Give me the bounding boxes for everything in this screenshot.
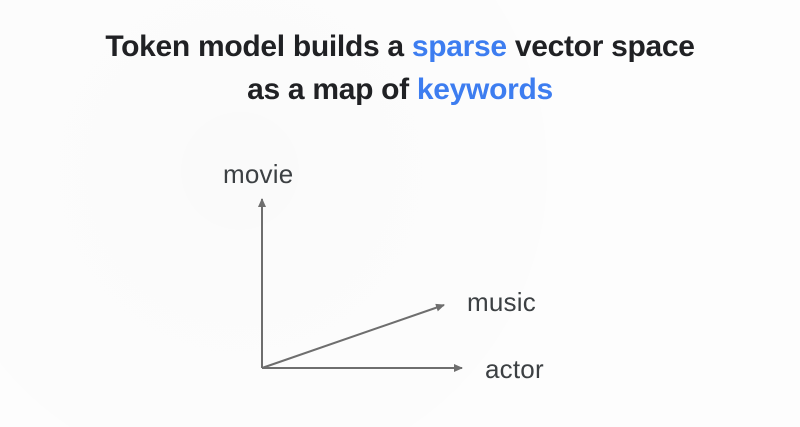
title-segment: as a map of xyxy=(247,73,417,106)
title-segment: vector space xyxy=(506,30,695,63)
title-highlight-keywords: keywords xyxy=(416,73,553,106)
axis-label-actor: actor xyxy=(485,354,544,384)
title-segment: Token model builds a xyxy=(105,30,412,63)
axis-label-music: music xyxy=(467,287,536,317)
music-vector-arrow xyxy=(261,303,445,369)
axis-label-movie: movie xyxy=(223,159,293,189)
title-line-2: as a map of keywords xyxy=(0,68,800,111)
slide-title: Token model builds a sparse vector space… xyxy=(0,25,800,111)
title-line-1: Token model builds a sparse vector space xyxy=(0,25,800,68)
title-highlight-sparse: sparse xyxy=(411,30,507,63)
